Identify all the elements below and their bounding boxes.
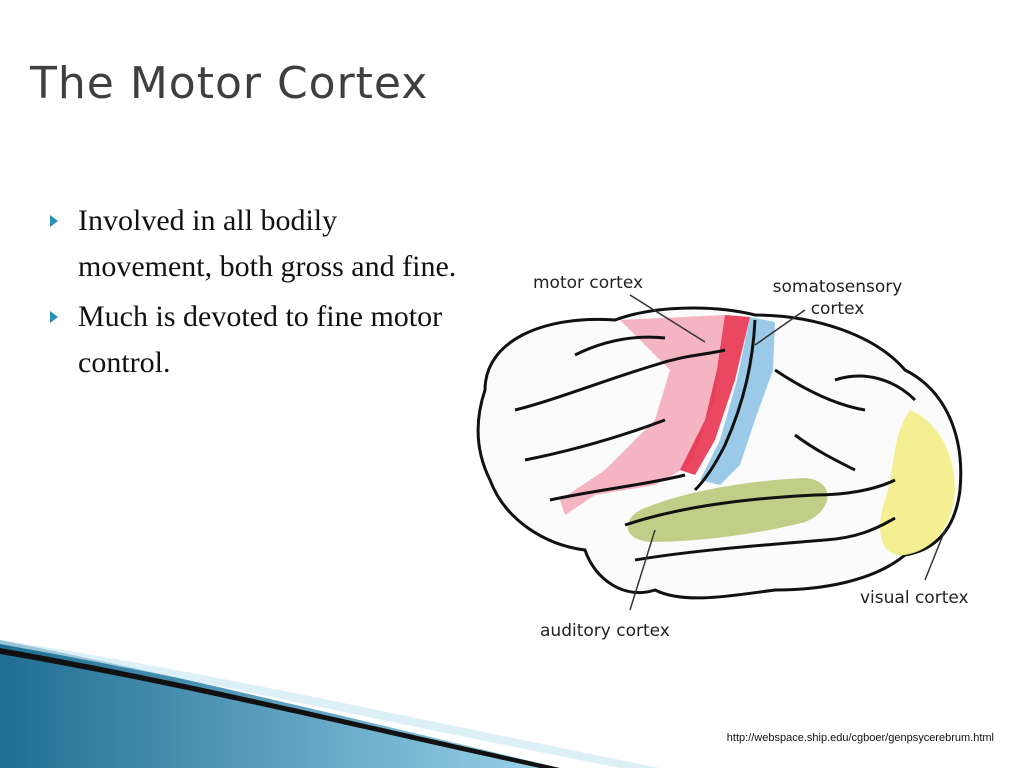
decorative-corner-swoosh	[0, 640, 660, 768]
motor-strip	[680, 315, 750, 475]
somatosensory-region	[700, 317, 775, 485]
bullet-text: Much is devoted to fine motor control.	[78, 300, 443, 379]
somatosensory-label: somatosensory cortex	[760, 276, 915, 320]
brain-illustration	[476, 294, 963, 611]
source-url: http://webspace.ship.edu/cgboer/genpsyce…	[726, 732, 994, 744]
bullet-list: Involved in all bodily movement, both gr…	[48, 198, 468, 390]
bullet-item: Involved in all bodily movement, both gr…	[48, 198, 468, 290]
visual-cortex-label: visual cortex	[860, 588, 969, 608]
slide-title: The Motor Cortex	[30, 58, 429, 109]
visual-region	[880, 410, 955, 556]
triangle-bullet-icon	[50, 215, 58, 227]
sulci-lines	[514, 319, 917, 562]
somatosensory-label-line1: somatosensory	[772, 277, 903, 297]
brain-diagram: motor cortex somatosensory cortex visual…	[455, 260, 1015, 645]
auditory-region	[627, 478, 828, 542]
triangle-bullet-icon	[50, 311, 58, 323]
motor-cortex-label: motor cortex	[533, 273, 644, 293]
pointer-lines	[629, 294, 946, 611]
somatosensory-label-line2: cortex	[810, 299, 865, 319]
bullet-item: Much is devoted to fine motor control.	[48, 294, 468, 386]
auditory-cortex-label: auditory cortex	[540, 621, 670, 641]
bullet-text: Involved in all bodily movement, both gr…	[78, 204, 457, 283]
